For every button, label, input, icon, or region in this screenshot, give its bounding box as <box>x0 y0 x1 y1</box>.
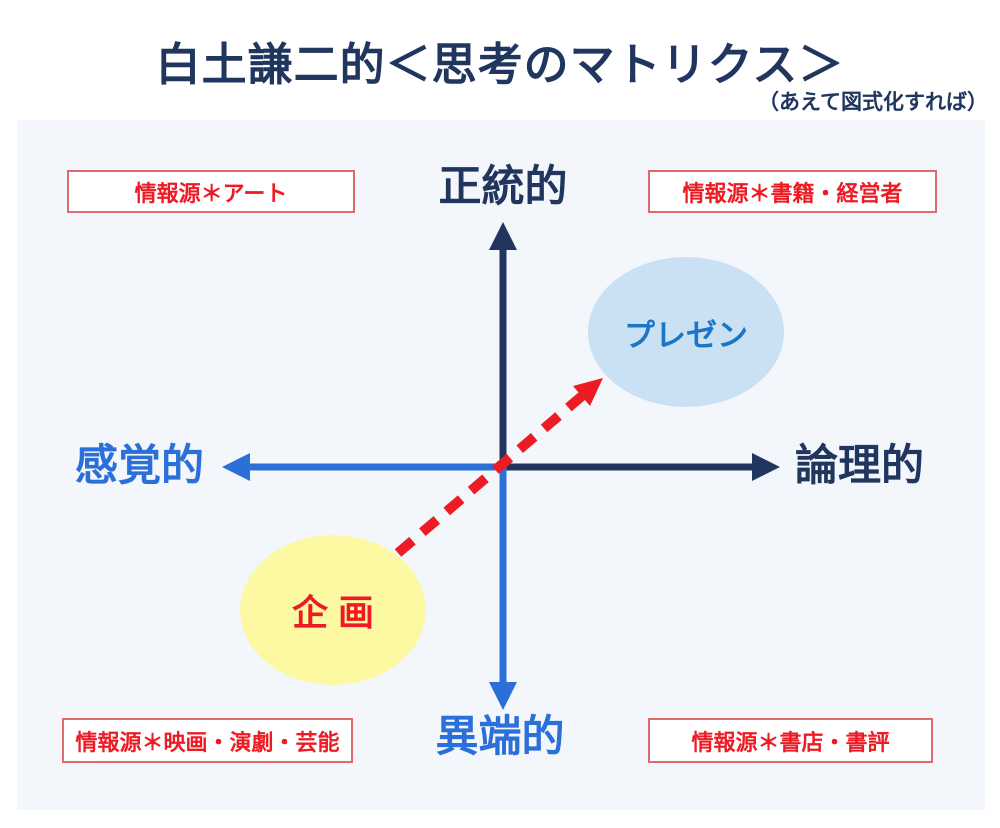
info-box-top-left: 情報源＊アート <box>67 170 355 213</box>
page-subtitle: （あえて図式化すれば） <box>758 91 988 114</box>
presentation-ellipse: プレゼン <box>588 257 784 407</box>
planning-label: 企 画 <box>291 592 374 633</box>
axis-label-heretical: 異端的 <box>435 713 565 761</box>
planning-ellipse: 企 画 <box>240 535 426 685</box>
axis-label-orthodox: 正統的 <box>438 163 568 211</box>
axis-label-sensory: 感覚的 <box>75 442 204 490</box>
page-title: 白土謙二的＜思考のマトリクス＞ <box>155 39 845 90</box>
info-box-bottom-right: 情報源＊書店・書評 <box>648 718 933 763</box>
info-box-top-right: 情報源＊書籍・経営者 <box>648 170 937 213</box>
presentation-label: プレゼン <box>624 317 748 353</box>
axis-label-logical: 論理的 <box>795 442 924 490</box>
info-box-bottom-left: 情報源＊映画・演劇・芸能 <box>62 718 353 763</box>
